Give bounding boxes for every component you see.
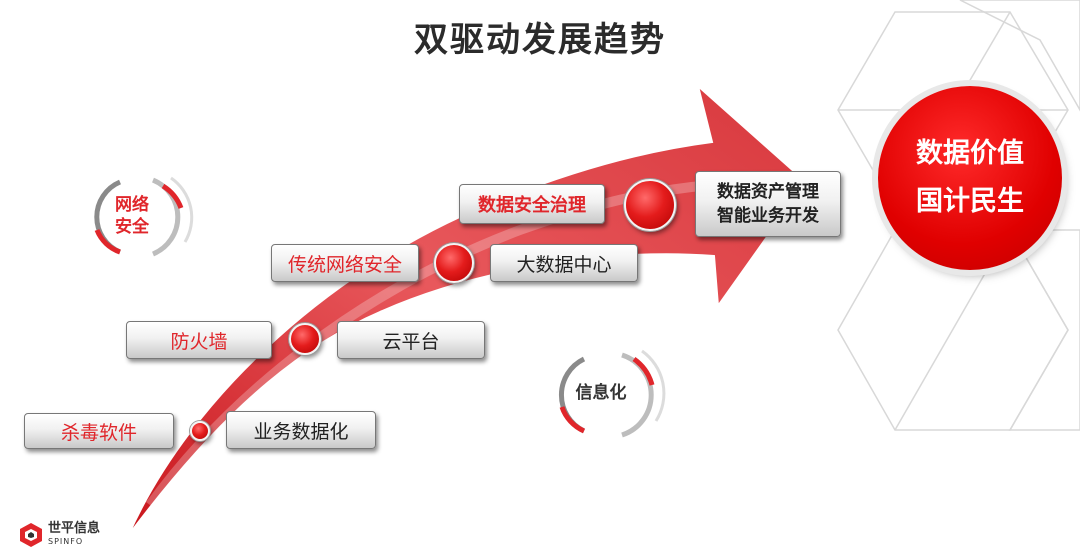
informatization-ring-label: 信息化	[575, 383, 627, 403]
network-security-ring-icon	[94, 176, 194, 257]
step-dot-2	[289, 323, 321, 355]
ring-label-line-2: 安全	[115, 217, 149, 237]
step-dot-3	[434, 243, 474, 283]
step-dot-4	[624, 179, 676, 231]
logo-text-en: SPINFO	[48, 537, 84, 546]
security-step-firewall: 防火墙	[126, 321, 272, 359]
page-title: 双驱动发展趋势	[414, 20, 666, 60]
network-security-ring-label: 网络 安全	[104, 194, 160, 238]
security-step-traditional-network-security: 传统网络安全	[271, 244, 419, 282]
informatization-ring-icon	[559, 349, 666, 438]
security-step-data-security-governance: 数据安全治理	[459, 184, 605, 224]
step-dot-1	[190, 421, 210, 441]
logo-mark-icon	[20, 523, 42, 547]
info-step-business-digitization: 业务数据化	[226, 411, 376, 449]
goal-line-2: 国计民生	[916, 186, 1024, 217]
final-step-line-1: 数据资产管理	[717, 182, 819, 202]
goal-line-1: 数据价值	[916, 138, 1024, 169]
security-step-antivirus: 杀毒软件	[24, 413, 174, 449]
info-step-big-data-center: 大数据中心	[490, 244, 638, 282]
arrow-shape	[127, 83, 808, 537]
info-step-cloud-platform: 云平台	[337, 321, 485, 359]
logo-text: 世平信息 SPINFO	[48, 522, 100, 548]
final-step-line-2: 智能业务开发	[717, 206, 819, 226]
final-step-box: 数据资产管理 智能业务开发	[695, 171, 841, 237]
ring-label-line-1: 网络	[115, 195, 149, 215]
logo-text-cn: 世平信息	[48, 521, 101, 536]
company-logo: 世平信息 SPINFO	[18, 522, 100, 548]
goal-circle: 数据价值 国计民生	[878, 86, 1062, 270]
